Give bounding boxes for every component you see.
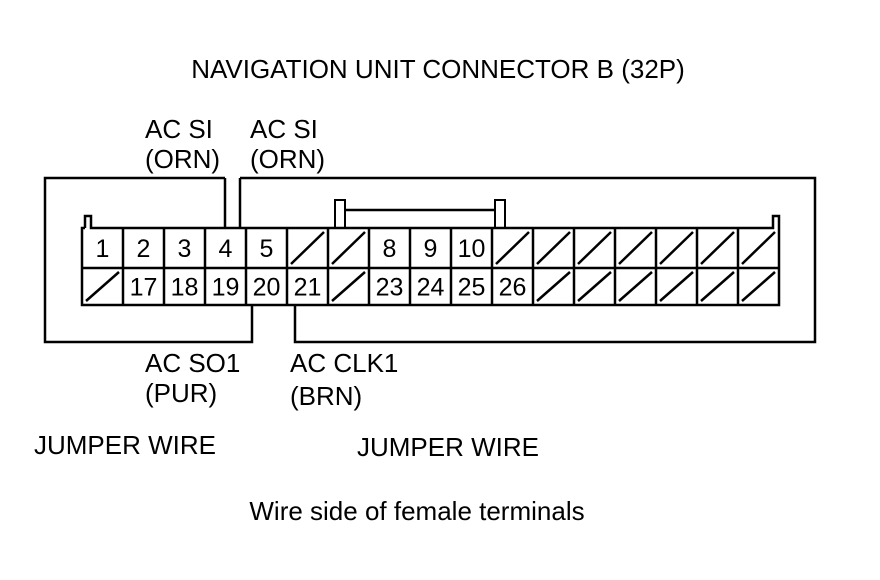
pin-label-18: 18 — [171, 274, 199, 302]
unused-pin-slash — [536, 271, 571, 302]
diagram-title: NAVIGATION UNIT CONNECTOR B (32P) — [191, 54, 685, 84]
pin-label-23: 23 — [376, 274, 404, 302]
pin-label-10: 10 — [458, 235, 486, 263]
ac-si-color-left: (ORN) — [145, 144, 220, 174]
unused-pin-slash — [495, 231, 530, 265]
unused-pin-slash — [700, 271, 735, 302]
unused-pin-slash — [85, 271, 120, 302]
ac-clk1-color: (BRN) — [290, 381, 362, 411]
unused-pin-slash — [700, 231, 735, 265]
pin-label-3: 3 — [178, 235, 192, 263]
ac-si-label-left: AC SI — [145, 114, 213, 144]
pin-label-1: 1 — [96, 235, 110, 263]
caption: Wire side of female terminals — [249, 496, 584, 526]
jumper-wire-label-right: JUMPER WIRE — [357, 432, 539, 462]
unused-pin-slash — [659, 231, 694, 265]
pin-label-26: 26 — [499, 274, 527, 302]
unused-pin-slash — [290, 231, 325, 265]
pin-label-5: 5 — [260, 235, 274, 263]
unused-pin-slash — [536, 231, 571, 265]
pin-label-8: 8 — [383, 235, 397, 263]
unused-pin-slash — [618, 271, 653, 302]
housing-outline-right — [240, 176, 817, 344]
ac-so1-label: AC SO1 — [145, 348, 240, 378]
pin-label-19: 19 — [212, 274, 240, 302]
pin-label-9: 9 — [424, 235, 438, 263]
jumper-wire-label-left: JUMPER WIRE — [34, 430, 216, 460]
ac-so1-color: (PUR) — [145, 378, 217, 408]
pin-row-bottom: 17 18 19 20 21 23 24 25 26 — [85, 268, 776, 305]
unused-pin-slash — [577, 231, 612, 265]
unused-pin-slash — [577, 271, 612, 302]
pin-label-17: 17 — [130, 274, 158, 302]
connector-body — [80, 214, 781, 307]
pin-label-20: 20 — [253, 274, 281, 302]
connector-latch — [334, 199, 506, 229]
ac-si-color-right: (ORN) — [250, 144, 325, 174]
pin-label-4: 4 — [219, 235, 233, 263]
unused-pin-slash — [618, 231, 653, 265]
unused-pin-slash — [331, 231, 366, 265]
pin-label-24: 24 — [417, 274, 445, 302]
pin-label-25: 25 — [458, 274, 486, 302]
pin-label-2: 2 — [137, 235, 151, 263]
unused-pin-slash — [741, 231, 776, 265]
unused-pin-slash — [741, 271, 776, 302]
unused-pin-slash — [659, 271, 694, 302]
ac-clk1-label: AC CLK1 — [290, 348, 398, 378]
pin-label-21: 21 — [294, 274, 322, 302]
housing-outline-left — [43, 176, 254, 344]
ac-si-label-right: AC SI — [250, 114, 318, 144]
unused-pin-slash — [331, 271, 366, 302]
